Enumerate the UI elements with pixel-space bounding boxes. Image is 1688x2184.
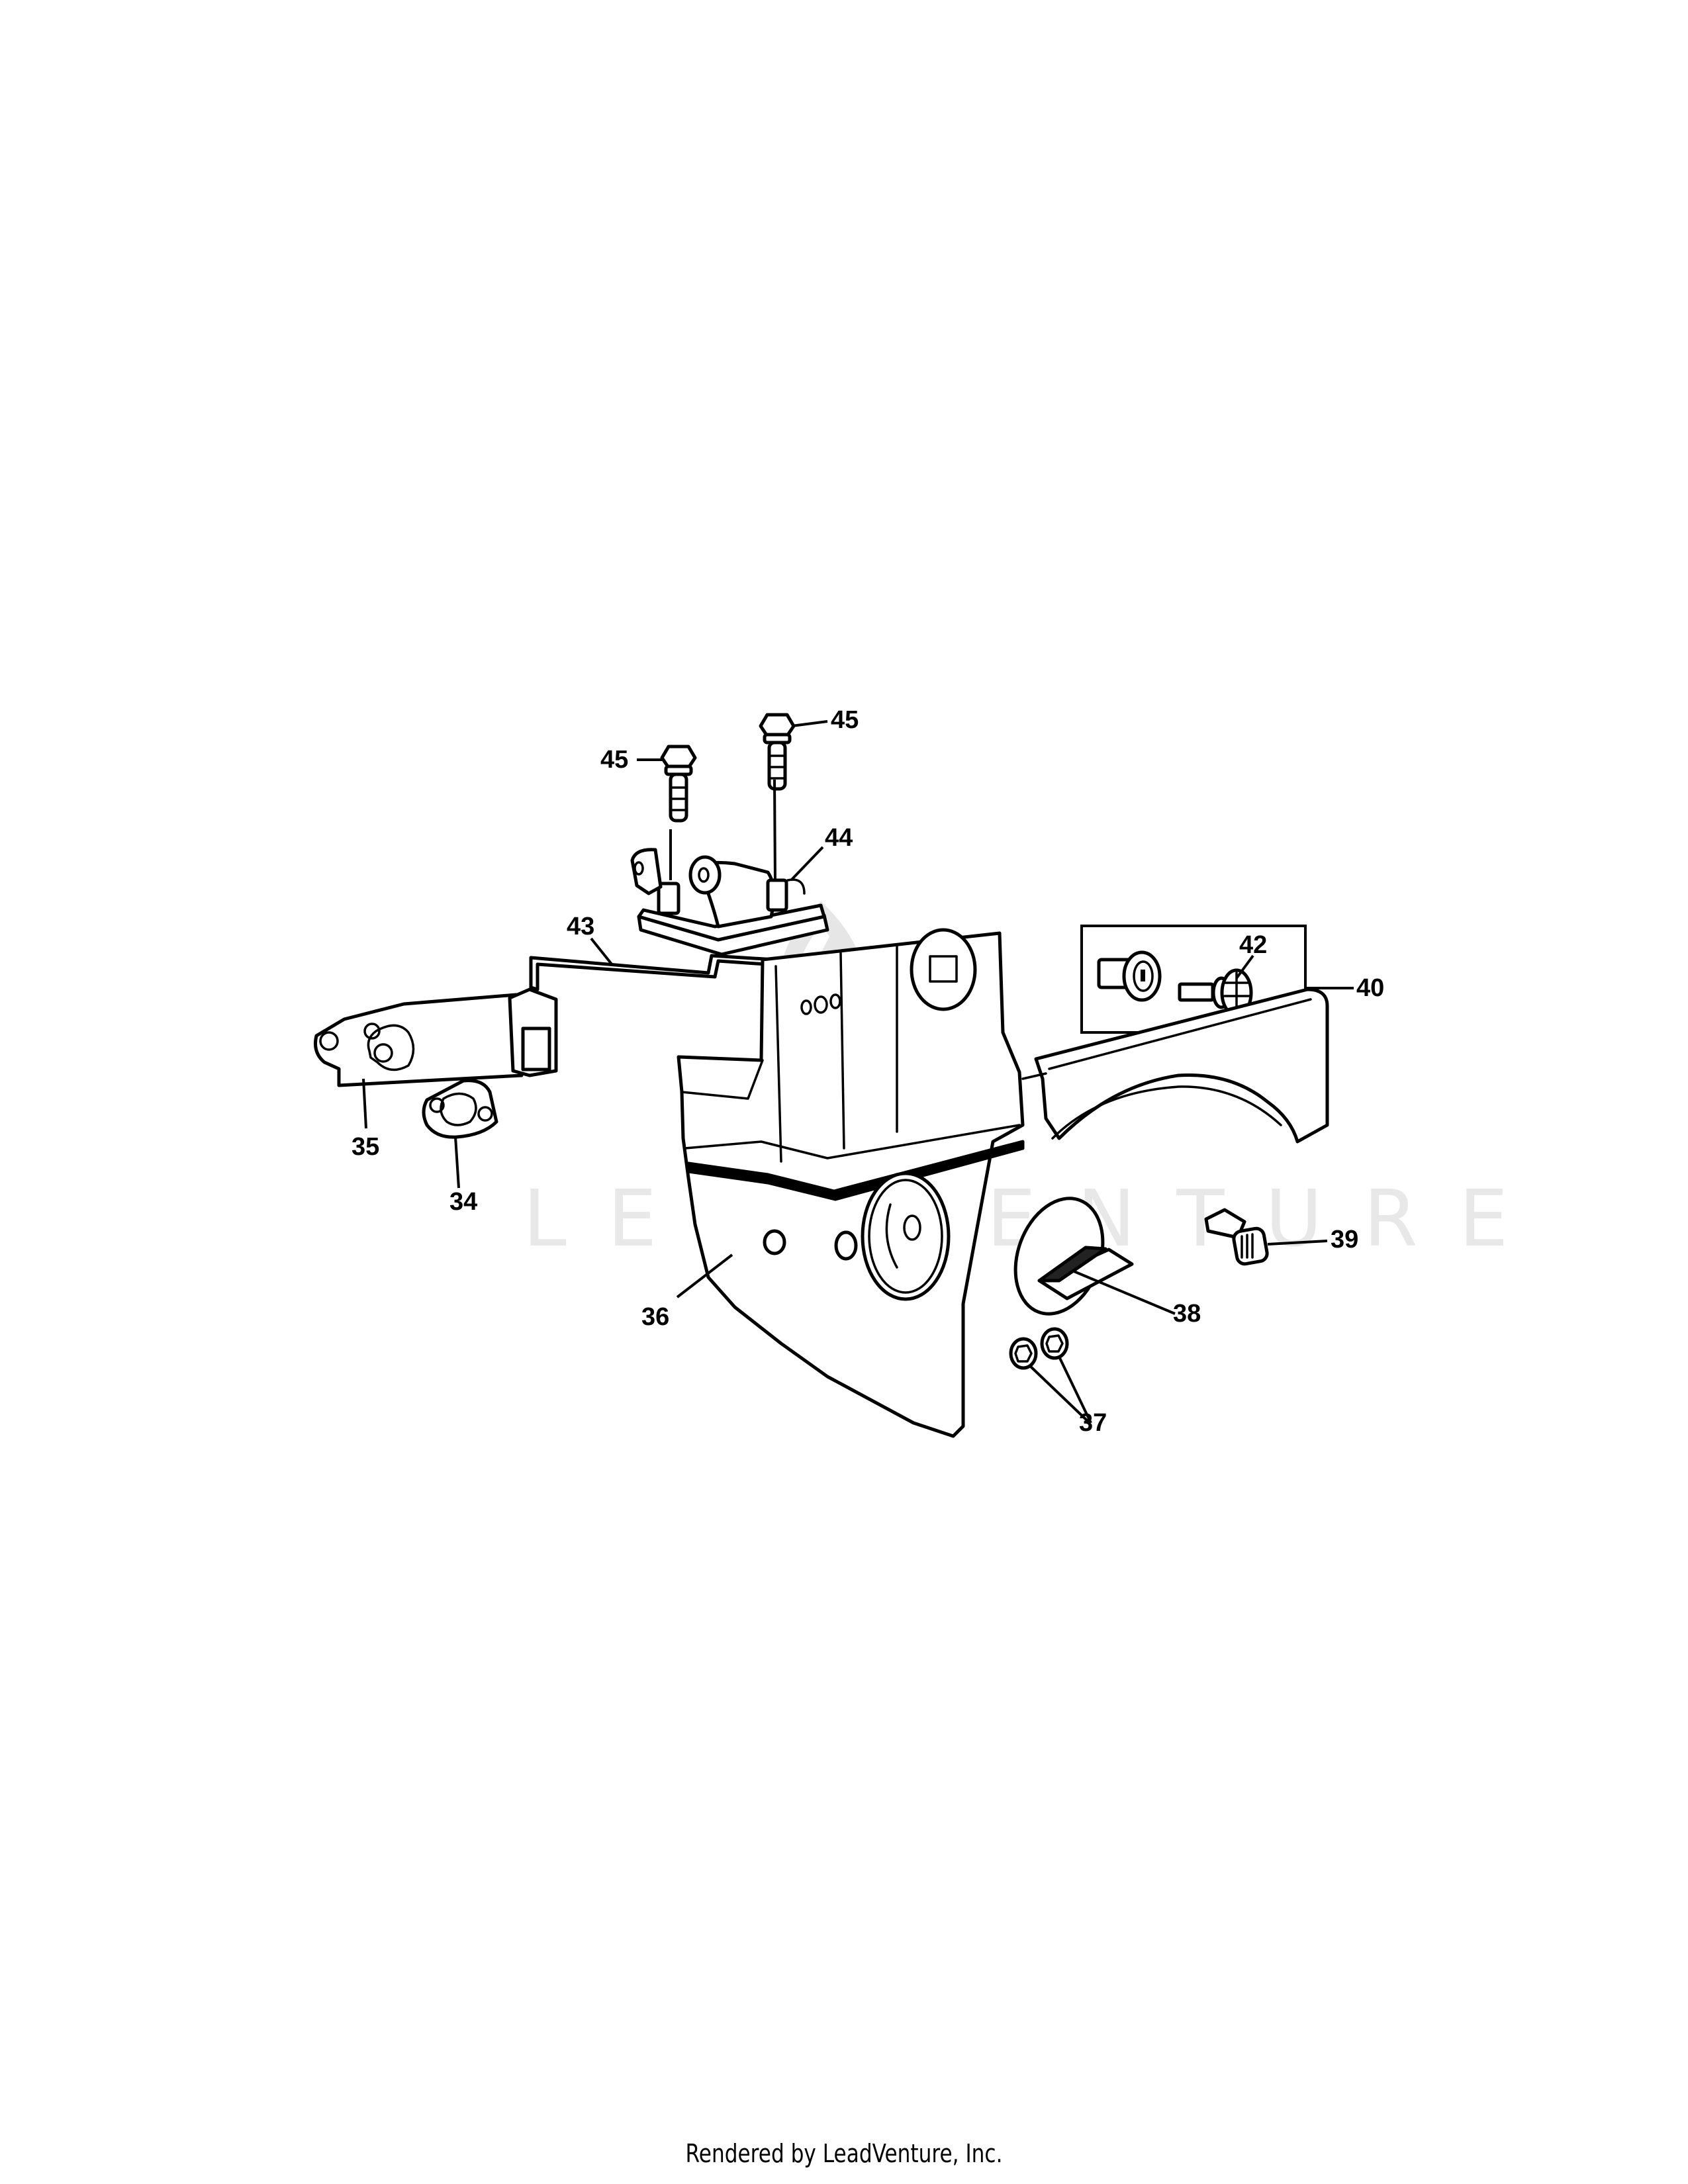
choke-knob-38 bbox=[1013, 1197, 1176, 1316]
leader-42 bbox=[1235, 954, 1254, 979]
footer-credit: Rendered by LeadVenture, Inc. bbox=[685, 2139, 1003, 2168]
nuts-37 bbox=[1009, 1327, 1092, 1424]
key-39 bbox=[1204, 1208, 1328, 1266]
callout-35: 35 bbox=[352, 1133, 379, 1161]
leader-43 bbox=[590, 937, 614, 966]
callout-40: 40 bbox=[1356, 974, 1384, 1002]
callout-44: 44 bbox=[825, 824, 853, 852]
bracket-35 bbox=[314, 987, 558, 1087]
watermark-text: LEADVENTURE bbox=[523, 1173, 1549, 1264]
callout-43: 43 bbox=[567, 913, 594, 940]
callout-42: 42 bbox=[1239, 931, 1267, 959]
bolt-45-right bbox=[759, 713, 796, 884]
leader-35 bbox=[362, 1078, 367, 1129]
engine-shroud-36 bbox=[676, 928, 1025, 1438]
callout-37: 37 bbox=[1079, 1409, 1107, 1437]
gasket-34 bbox=[422, 1079, 498, 1139]
callout-45-left: 45 bbox=[600, 746, 628, 774]
wire-rod-43 bbox=[529, 954, 798, 991]
callout-45-right: 45 bbox=[831, 706, 859, 734]
shroud-arch-panel bbox=[1021, 987, 1329, 1144]
watermark: LEADVENTURE bbox=[523, 901, 1549, 1281]
callout-34: 34 bbox=[449, 1188, 477, 1216]
callout-39: 39 bbox=[1331, 1226, 1358, 1253]
bolt-45-left bbox=[660, 745, 697, 880]
leader-34 bbox=[454, 1136, 460, 1189]
leader-45-right bbox=[791, 720, 828, 727]
ignition-switch-assembly-40 bbox=[1080, 925, 1354, 1034]
control-box-cover-44 bbox=[630, 848, 829, 956]
callout-36: 36 bbox=[641, 1303, 669, 1331]
leader-44 bbox=[790, 846, 824, 882]
callout-38: 38 bbox=[1173, 1300, 1201, 1328]
